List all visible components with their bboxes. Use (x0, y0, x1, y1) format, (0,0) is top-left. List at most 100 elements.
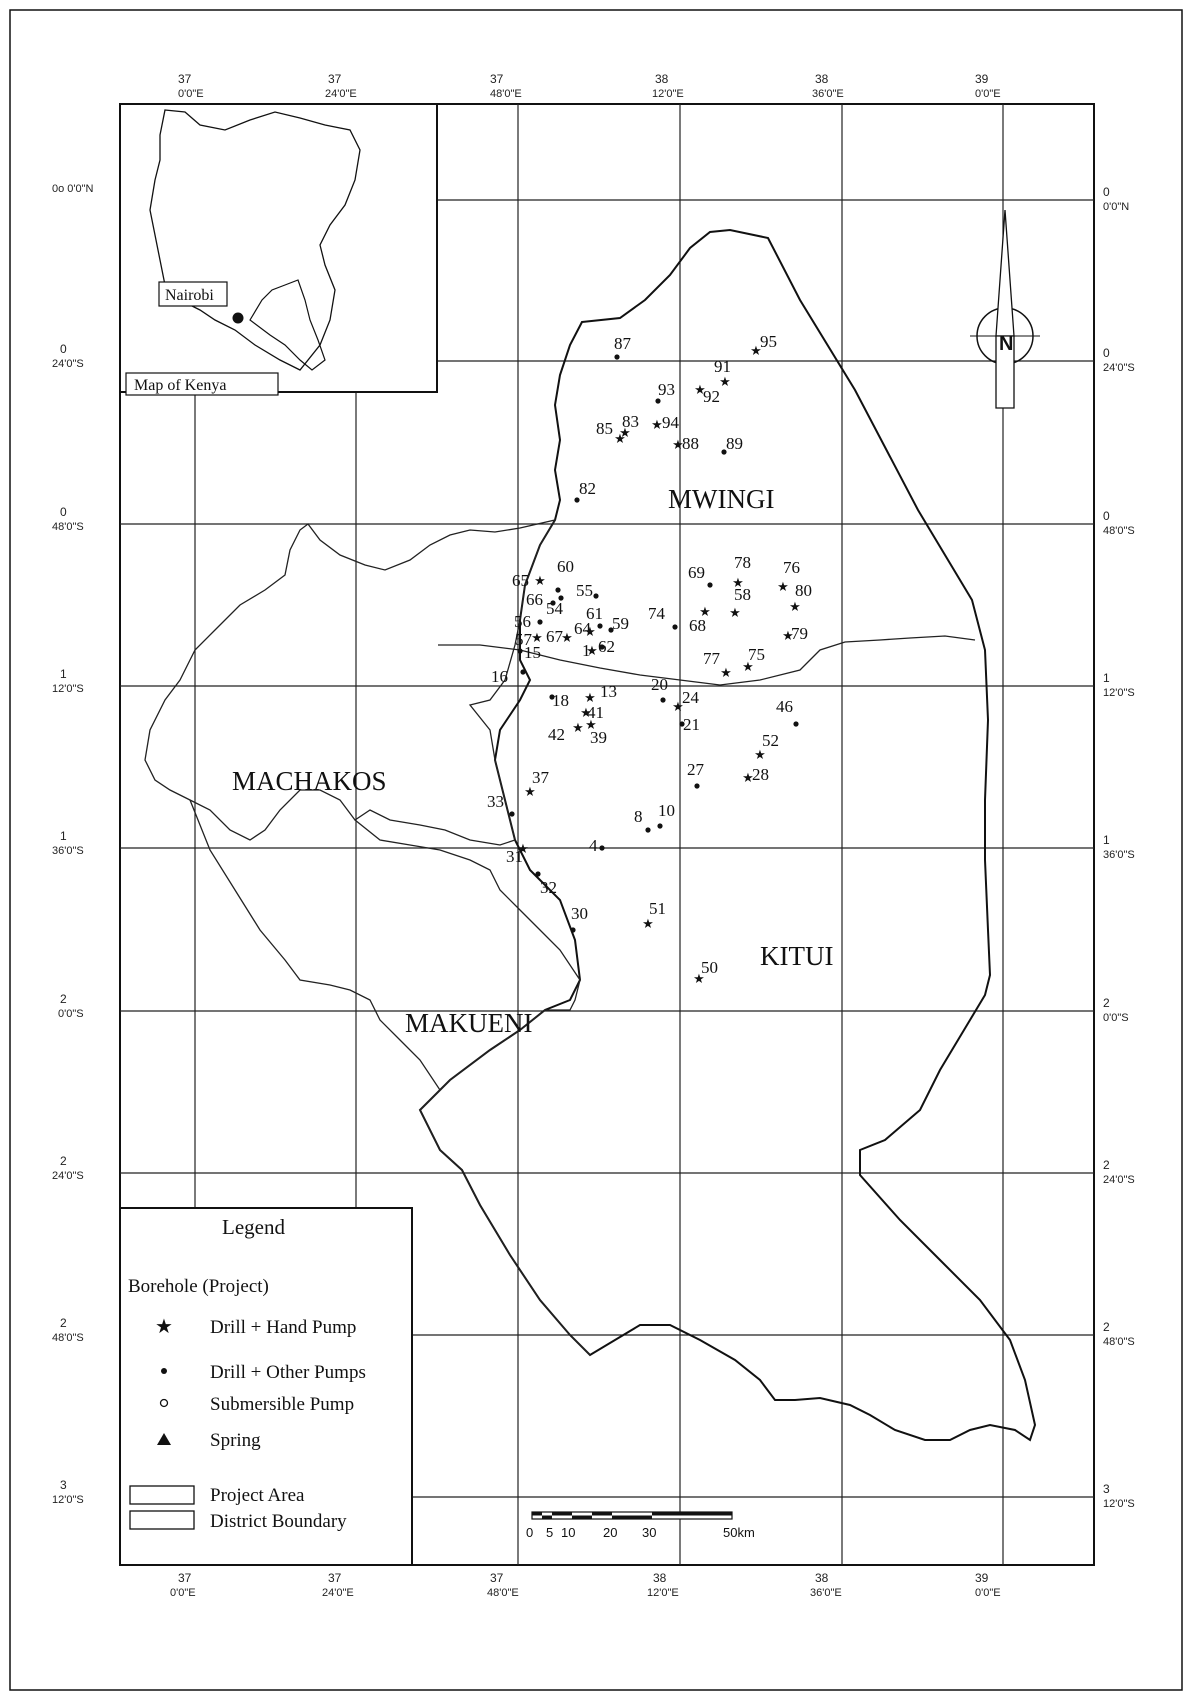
borehole-site-label: 80 (795, 581, 812, 600)
legend-item-label: Project Area (210, 1485, 305, 1506)
lat-minute: 12'0"S (52, 683, 84, 695)
borehole-site-label: 66 (526, 590, 543, 609)
hand-pump-star-marker: ★ (754, 747, 766, 762)
borehole-site-label: 15 (524, 643, 541, 662)
hand-pump-star-marker: ★ (584, 624, 596, 639)
borehole-site-label: 20 (651, 675, 668, 694)
hand-pump-star-marker: ★ (534, 573, 546, 588)
borehole-site-label: 42 (548, 725, 565, 744)
lon-label-bottom: 38 36'0"E (810, 1571, 842, 1599)
lat-degree: 1 (1103, 833, 1110, 847)
other-pump-dot-marker (657, 823, 663, 829)
borehole-site-label: 39 (590, 728, 607, 747)
hand-pump-star-marker: ★ (584, 690, 596, 705)
other-pump-dot-marker (597, 623, 603, 629)
borehole-site-label: 92 (703, 387, 720, 406)
bottom-longitude-labels: 37 0'0"E 37 24'0"E 37 48'0"E 38 12'0"E 3… (170, 1571, 1001, 1599)
borehole-site-label: 16 (491, 667, 508, 686)
lon-label-top: 37 0'0"E (178, 72, 204, 100)
borehole-site-label: 77 (703, 649, 721, 668)
borehole-site-label: 85 (596, 419, 613, 438)
lat-degree: 1 (60, 667, 67, 681)
other-pump-dot-marker (550, 600, 556, 606)
hand-pump-star-marker: ★ (693, 971, 705, 986)
lat-degree: 2 (60, 1154, 67, 1168)
map-neatline (119, 103, 1095, 1566)
scale-tick-label: 5 (546, 1525, 553, 1540)
borehole-site-label: 31 (506, 847, 523, 866)
lon-degree: 38 (815, 1571, 829, 1585)
borehole-site-label: 89 (726, 434, 743, 453)
nairobi-label: Nairobi (165, 287, 214, 304)
region-label-mwingi: MWINGI (668, 484, 774, 514)
top-longitude-labels: 37 0'0"E 37 24'0"E 37 48'0"E 38 12'0"E 3… (178, 72, 1001, 100)
region-label-machakos: MACHAKOS (232, 766, 387, 796)
hand-pump-star-marker: ★ (585, 717, 597, 732)
scale-bar-segment (542, 1515, 552, 1519)
borehole-site-label: 18 (552, 691, 569, 710)
other-pump-dot-marker (614, 354, 620, 360)
scale-tick-label: 30 (642, 1525, 656, 1540)
lat-minute: 48'0"S (52, 521, 84, 533)
lat-degree: 3 (60, 1478, 67, 1492)
borehole-site-label: 46 (776, 697, 793, 716)
borehole-site-label: 75 (748, 645, 765, 664)
borehole-site-label: 62 (598, 637, 615, 656)
borehole-site-label: 13 (600, 682, 617, 701)
other-pump-dot-marker (599, 644, 605, 650)
makueni-boundary (189, 799, 591, 1356)
borehole-site-label: 60 (557, 557, 574, 576)
mwingi-kitui-boundary (438, 635, 976, 686)
other-pump-dot-marker (694, 783, 700, 789)
lat-degree: 2 (1103, 996, 1110, 1010)
other-pump-dot-marker (570, 927, 576, 933)
hand-pump-star-marker: ★ (672, 699, 684, 714)
lat-minute: 24'0"S (52, 358, 84, 370)
borehole-site-label: 78 (734, 553, 751, 572)
borehole-site-label: 82 (579, 479, 596, 498)
borehole-site-label: 68 (689, 616, 706, 635)
inset-caption: Map of Kenya (134, 377, 226, 394)
lat-minute: 0'0"N (1103, 201, 1129, 213)
other-pump-dot-marker (520, 669, 526, 675)
hand-pump-star-marker: ★ (619, 425, 631, 440)
inset-caption-box (125, 372, 279, 396)
left-latitude-labels: 0o 0'0"N 0 24'0"S 0 48'0"S 1 12'0"S 1 36… (52, 183, 94, 1506)
other-pump-dot-marker (655, 398, 661, 404)
lat-degree: 0 (60, 505, 67, 519)
other-pump-dot-marker (721, 449, 727, 455)
borehole-site-label: 91 (714, 357, 731, 376)
borehole-site-label: 50 (701, 958, 718, 977)
scale-tick-label: 0 (526, 1525, 533, 1540)
other-pump-dot-marker (574, 497, 580, 503)
borehole-site-label: 33 (487, 792, 504, 811)
hand-pump-star-marker: ★ (742, 770, 754, 785)
lon-label-bottom: 38 12'0"E (647, 1571, 679, 1599)
hand-pump-star-marker: ★ (742, 659, 754, 674)
legend-item-label: Drill + Hand Pump (210, 1317, 356, 1338)
lat-minute: 48'0"S (1103, 525, 1135, 537)
other-pump-dot-marker (549, 694, 555, 700)
other-pump-dot-marker (509, 811, 515, 817)
lat-minute: 12'0"S (52, 1494, 84, 1506)
project-area-boundary (418, 228, 1037, 1442)
other-pump-dot-marker (599, 845, 605, 851)
borehole-site-label: 41 (587, 703, 604, 722)
other-pump-dot-marker (707, 582, 713, 588)
lon-minute: 12'0"E (647, 1587, 679, 1599)
lat-degree: 0 (1103, 185, 1110, 199)
other-pump-dot-marker (593, 593, 599, 599)
lon-label-bottom: 37 48'0"E (487, 1571, 519, 1599)
scale-bar-segment (592, 1512, 612, 1516)
hand-pump-star-marker: ★ (720, 665, 732, 680)
legend-circle-symbol (159, 1398, 169, 1408)
lat-minute: 24'0"S (1103, 1174, 1135, 1186)
hand-pump-star-marker: ★ (782, 628, 794, 643)
hand-pump-star-marker: ★ (777, 579, 789, 594)
right-latitude-labels: 0 0'0"N 0 24'0"S 0 48'0"S 1 12'0"S 1 36'… (1103, 185, 1135, 1510)
borehole-site-label: 69 (688, 563, 705, 582)
legend-item-label: Drill + Other Pumps (210, 1362, 366, 1383)
borehole-site-label: 28 (752, 765, 769, 784)
lon-label-top: 39 0'0"E (975, 72, 1001, 100)
